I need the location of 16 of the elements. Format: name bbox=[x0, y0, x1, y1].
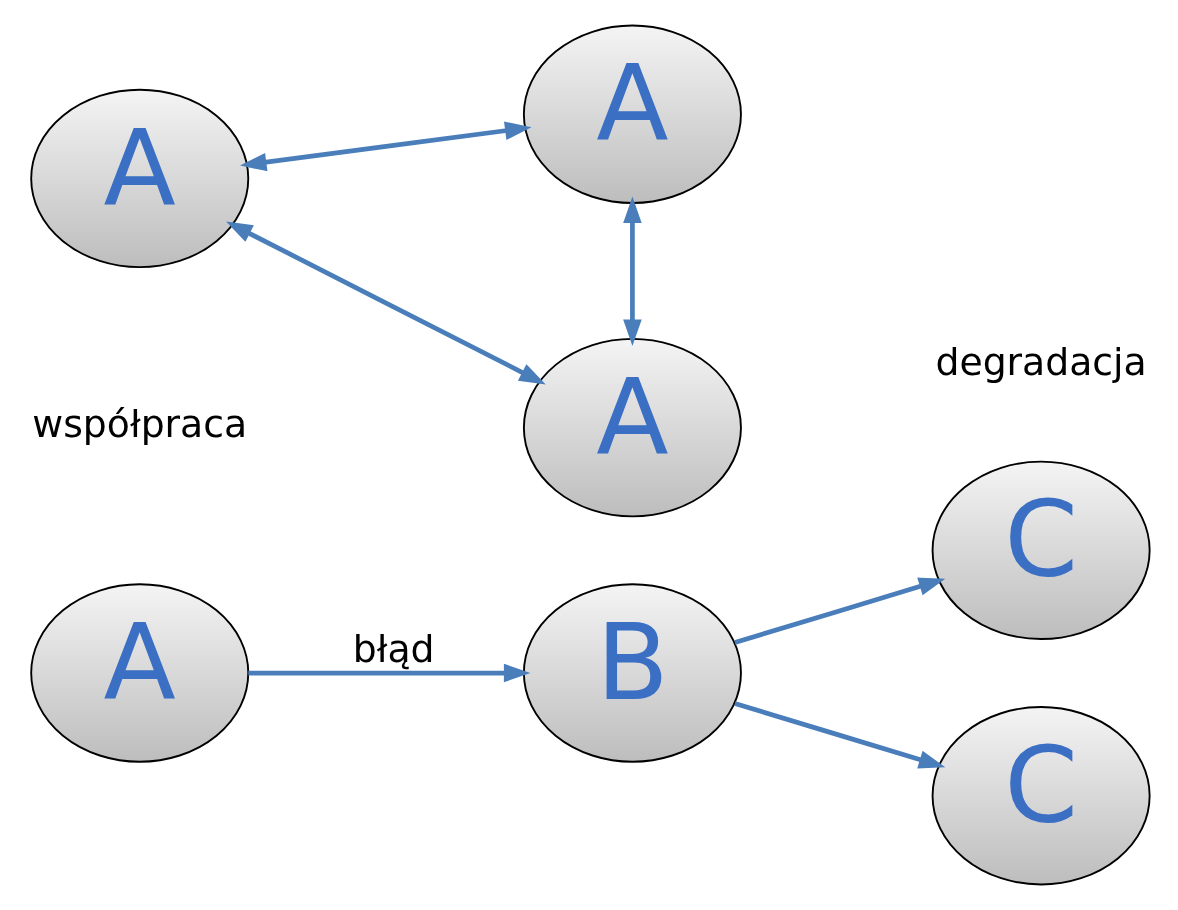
arrow bbox=[734, 577, 946, 645]
arrow bbox=[623, 196, 642, 347]
node-ellipse: C bbox=[931, 460, 1151, 640]
node-ellipse: C bbox=[931, 706, 1151, 886]
arrow bbox=[248, 663, 531, 683]
edge-label: błąd bbox=[352, 626, 435, 671]
label: współpraca bbox=[32, 402, 248, 447]
label: degradacja bbox=[935, 339, 1147, 384]
node-ellipse: A bbox=[522, 337, 742, 518]
arrow bbox=[734, 701, 946, 769]
node-ellipse: A bbox=[522, 24, 742, 204]
node-ellipse: A bbox=[30, 88, 250, 269]
node-ellipse: A bbox=[30, 583, 250, 763]
arrow bbox=[240, 121, 532, 172]
arrow bbox=[226, 221, 546, 385]
node-ellipse: B bbox=[522, 583, 742, 763]
